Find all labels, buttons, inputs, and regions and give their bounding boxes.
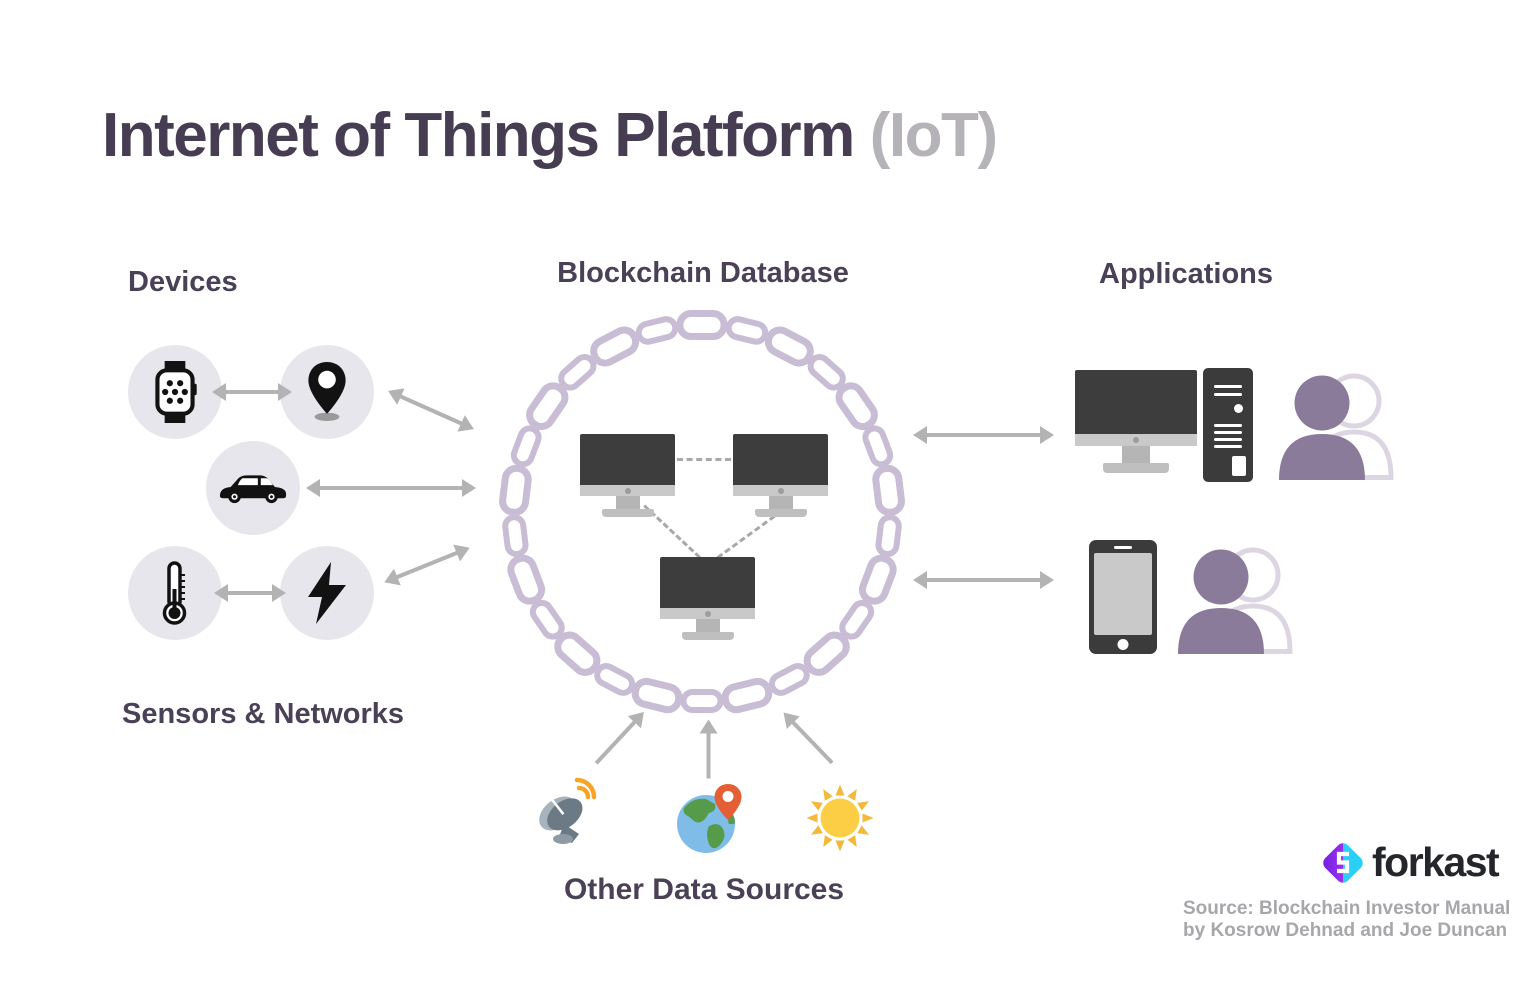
monitor-screen	[1075, 370, 1197, 434]
arrow-car-blockchain	[306, 479, 476, 497]
title-main: Internet of Things Platform	[102, 101, 855, 170]
devices-heading: Devices	[128, 266, 238, 298]
location-bubble	[280, 345, 374, 439]
user-icon	[1178, 547, 1293, 654]
desktop-computer-icon	[1075, 370, 1197, 473]
thermometer-icon	[162, 561, 187, 625]
arrow-globe-blockchain	[706, 731, 711, 779]
monitor-screen	[733, 434, 828, 485]
power-bubble	[280, 546, 374, 640]
page-title: Internet of Things Platform(IoT)	[102, 100, 998, 171]
arrow-blockchain-desktop	[913, 426, 1054, 444]
globe-location-icon	[677, 784, 742, 853]
other-data-sources-heading: Other Data Sources	[563, 873, 845, 906]
monitor-screen	[660, 557, 755, 608]
lightning-bolt-icon	[308, 562, 346, 624]
arrow-sensors-blockchain	[394, 550, 460, 580]
location-pin-icon	[308, 362, 346, 421]
source-line-1: Source: Blockchain Investor Manual	[1183, 898, 1511, 919]
arrow-thermometer-bolt	[214, 584, 286, 602]
phone-home-button	[1117, 639, 1129, 650]
source-line-2: by Kosrow Dehnad and Joe Duncan	[1183, 920, 1508, 941]
computer-monitor-icon	[733, 434, 828, 517]
arrow-devices-blockchain	[398, 393, 464, 427]
phone-screen	[1094, 553, 1152, 635]
computer-monitor-icon	[660, 557, 755, 640]
user-icon	[1279, 373, 1394, 480]
forkast-logo-icon	[1323, 843, 1363, 883]
computer-tower-icon	[1203, 368, 1253, 482]
car-bubble	[206, 441, 300, 535]
thermometer-bubble	[128, 546, 222, 640]
source-attribution: Source: Blockchain Investor Manual by Ko…	[1183, 898, 1510, 942]
applications-heading: Applications	[1099, 258, 1274, 290]
smartphone-icon	[1089, 540, 1157, 654]
arrow-watch-pin	[212, 383, 292, 401]
arrow-blockchain-mobile	[913, 571, 1054, 589]
smartwatch-bubble	[128, 345, 222, 439]
satellite-dish-icon	[539, 777, 597, 844]
sun-icon	[806, 784, 874, 852]
forkast-wordmark: forkast	[1372, 839, 1500, 885]
chain-ring-icon	[499, 310, 905, 714]
blockchain-heading: Blockchain Database	[557, 257, 849, 289]
computer-monitor-icon	[580, 434, 675, 517]
monitor-screen	[580, 434, 675, 485]
phone-speaker	[1114, 546, 1132, 549]
car-icon	[219, 475, 287, 504]
sensors-networks-heading: Sensors & Networks	[122, 698, 405, 730]
node-link-top	[677, 458, 731, 461]
title-suffix: (IoT)	[869, 101, 998, 170]
smartwatch-icon	[155, 361, 197, 423]
